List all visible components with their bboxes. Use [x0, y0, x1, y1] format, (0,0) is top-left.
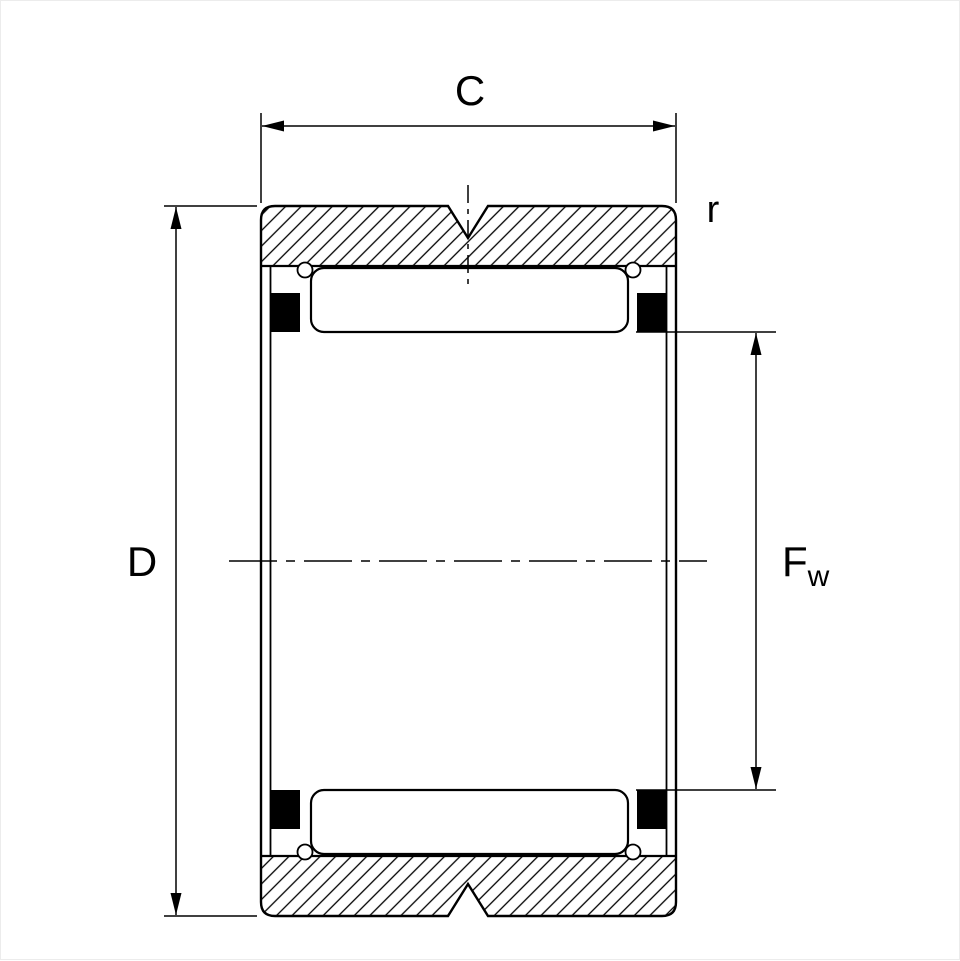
needle-roller-top	[309, 266, 630, 334]
cage-rivet-bottom-right	[624, 843, 642, 861]
cage-rivet-top-right	[624, 261, 642, 279]
cage-section-top-right	[637, 293, 667, 332]
cage-section-bottom-left	[270, 790, 300, 829]
c-arrow-right	[653, 120, 675, 132]
c-arrow-left	[262, 120, 284, 132]
dimension-c: C	[260, 67, 677, 203]
fw-arrow-top	[750, 333, 762, 355]
needle-roller-bottom	[309, 788, 630, 856]
dimension-d: D	[127, 205, 257, 917]
fw-label: Fw	[782, 538, 830, 593]
cage-section-top-left	[270, 293, 300, 332]
dimension-fw: Fw	[636, 331, 830, 791]
fw-arrow-bottom	[750, 767, 762, 789]
cage-rivet-bottom-left	[296, 843, 314, 861]
d-arrow-bottom	[170, 893, 182, 915]
c-label: C	[455, 67, 485, 114]
outer-ring-bottom-hatch	[261, 856, 676, 916]
chamfer-radius-label: r	[707, 189, 720, 231]
d-arrow-top	[170, 207, 182, 229]
cage-section-bottom-right	[637, 790, 667, 829]
cage-rivet-top-left	[296, 261, 314, 279]
d-label: D	[127, 538, 157, 585]
outer-ring-top-hatch	[261, 206, 676, 266]
